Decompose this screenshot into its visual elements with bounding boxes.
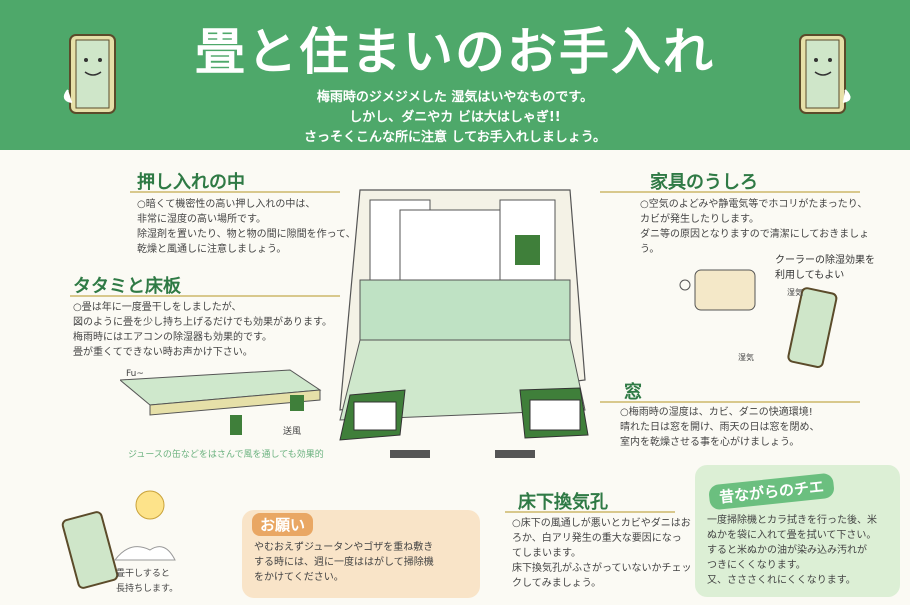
closet-body: ○暗くて機密性の高い押し入れの中は、 非常に湿度の高い場所です。 除湿剤を置いた…	[137, 199, 356, 255]
furniture-underline	[600, 191, 860, 193]
page-subtitle: 梅雨時のジメジメした 湿気はいやなものです。 しかし、ダニやカ ビは大はしゃぎ!…	[240, 88, 670, 148]
window-body: ○梅雨時の湿度は、カビ、ダニの快適環境! 晴れた日は窓を開け、雨天の日は窓を閉め…	[620, 407, 820, 448]
aircon-illustration	[679, 269, 838, 368]
humidity-label: 湿気	[787, 288, 803, 297]
header-banner: 畳と住まいのお手入れ 梅雨時のジメジメした 湿気はいやなものです。 しかし、ダニ…	[0, 0, 910, 150]
sun-drying-illustration	[61, 490, 176, 589]
window-underline	[600, 401, 860, 403]
tatami-underline	[70, 295, 340, 297]
request-body: やむおえずジュータンやゴザを重ね敷き する時には、週に一度ははがして掃除機 をか…	[254, 542, 434, 583]
furniture-heading: 家具のうしろ	[650, 172, 758, 193]
wisdom-body: 一度掃除機とカラ拭きを行った後、米 ぬかを袋に入れて畳を拭いて下さい。 すると米…	[707, 515, 877, 586]
juice-note: ジュースの缶などをはさんで風を通しても効果的	[128, 450, 324, 460]
closet-heading: 押し入れの中	[137, 172, 245, 193]
subtitle-line: さっそくこんな所に注意 してお手入れしましょう。	[304, 130, 606, 145]
wisdom-title: 昔ながらのチエ	[708, 472, 835, 511]
tatami-mascot-icon	[63, 34, 116, 114]
request-title: お願い	[252, 513, 314, 536]
furniture-body: ○空気のよどみや静電気等でホコリがたまったり、 カビが発生したりします。 ダニ等…	[640, 199, 870, 255]
mold-label: 湿気	[738, 353, 754, 362]
closet-underline	[130, 191, 340, 193]
vent-heading: 床下換気孔	[518, 492, 608, 513]
tatami-heading: タタミと床板	[73, 276, 181, 297]
subtitle-line: しかし、ダニやカ ビは大はしゃぎ!!	[349, 110, 561, 125]
vent-body: ○床下の風通しが悪いとカビやダニはお ろか、白アリ発生の重大な要因になっ てしま…	[512, 518, 692, 589]
room-illustration	[339, 189, 589, 458]
tatami-mascot-icon	[799, 34, 851, 114]
request-box: お願い やむおえずジュータンやゴザを重ね敷き する時には、週に一度ははがして掃除…	[242, 510, 480, 598]
subtitle-line: 梅雨時のジメジメした 湿気はいやなものです。	[316, 90, 594, 105]
breeze-label: 送風	[283, 427, 302, 437]
tatami-body: ○畳は年に一度畳干しをしましたが、 図のように畳を少し持ち上げるだけでも効果があ…	[73, 302, 332, 358]
window-heading: 窓	[624, 382, 642, 403]
tatami-lift-illustration	[120, 369, 322, 435]
wisdom-box: 昔ながらのチエ 一度掃除機とカラ拭きを行った後、米 ぬかを袋に入れて畳を拭いて下…	[695, 465, 900, 597]
aircon-note: クーラーの除湿効果を 利用してもよい	[775, 255, 875, 281]
sun-note: 畳干しすると 長持ちします。	[116, 569, 179, 594]
page-title: 畳と住まいのお手入れ	[195, 23, 715, 81]
wind-label: Fu~	[126, 369, 144, 379]
vent-underline	[505, 511, 675, 513]
